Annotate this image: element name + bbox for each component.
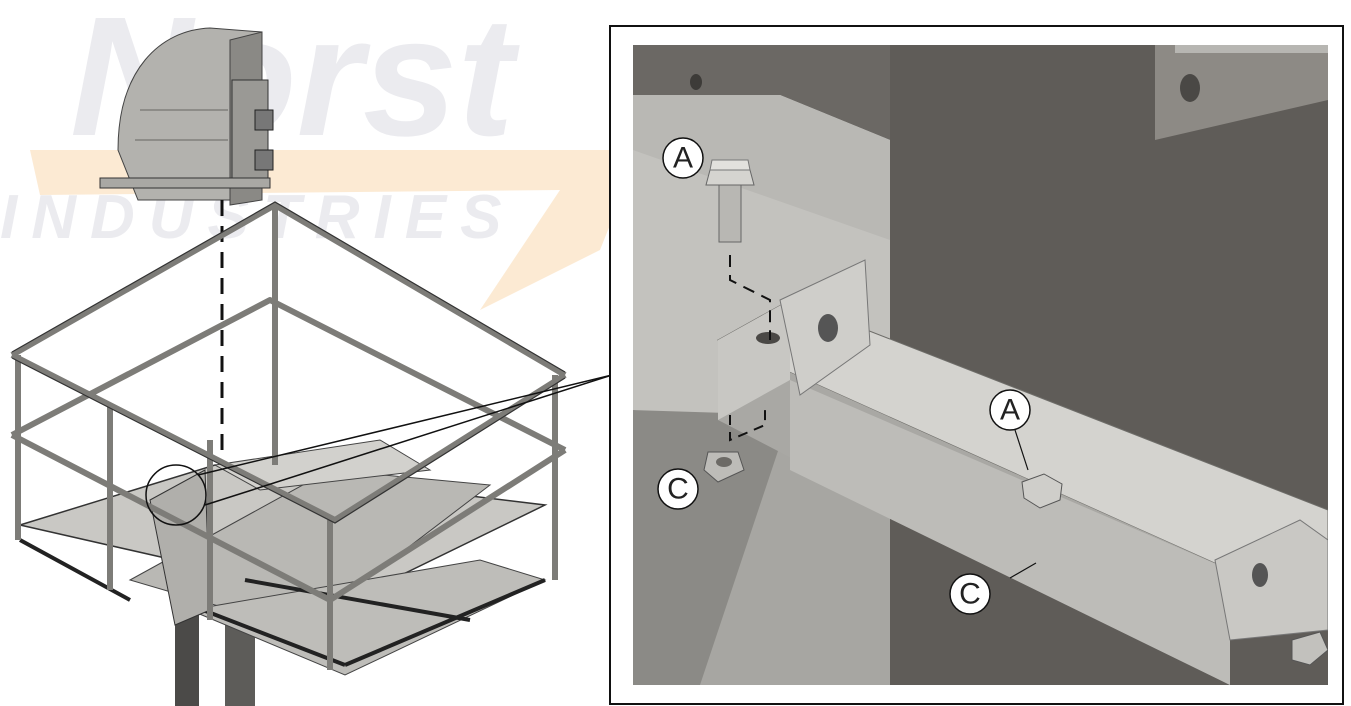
detail-panel: A A C C [609, 25, 1344, 705]
callout-nut-left-label: C [667, 473, 689, 506]
callout-nut-right: C [949, 573, 991, 615]
detail-circle [145, 464, 207, 526]
bolt-head-installed [1021, 473, 1063, 509]
bolt-path-dashes [729, 255, 771, 340]
callout-bolt-right-label: A [1000, 394, 1020, 427]
callout-bolt-top-label: A [673, 142, 693, 175]
nut-path-dashes [729, 410, 766, 442]
callout-nut-right-label: C [959, 578, 981, 611]
callout-bolt-right: A [989, 389, 1031, 431]
detail-leader-lower [204, 374, 613, 506]
callout-bolt-top: A [662, 137, 704, 179]
bolt-a-exploded [705, 159, 755, 243]
elevator-head [99, 27, 274, 206]
detail-leader-upper [197, 374, 613, 476]
nut-c-exploded [703, 451, 745, 483]
detail-view [633, 45, 1328, 685]
overview-drawing [10, 27, 613, 706]
platform-railing [10, 202, 567, 670]
brand-watermark: Norst INDUSTRIES [0, 0, 640, 310]
callout-nut-left: C [657, 468, 699, 510]
